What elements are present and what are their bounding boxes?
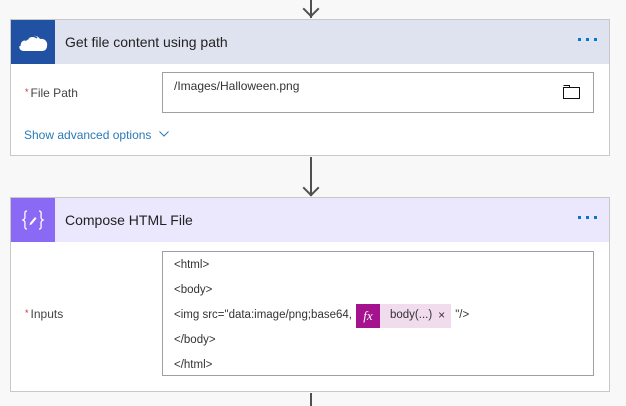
file-path-input[interactable]: /Images/Halloween.png [162,72,594,113]
required-marker: * [25,308,29,318]
connector-bottom [310,393,312,406]
code-line: </body> [174,334,216,346]
label-text: Inputs [30,307,64,321]
required-marker: * [25,87,29,97]
file-path-value: /Images/Halloween.png [174,79,300,93]
function-fx-icon: fx [355,303,380,328]
ellipsis-icon[interactable] [578,38,597,41]
token-label: body(...) [389,309,433,321]
card-title: Compose HTML File [65,212,193,228]
code-line: <body> [174,284,213,296]
chevron-down-icon [158,126,169,140]
connector-top [310,0,312,18]
card-header[interactable]: Get file content using path [11,20,609,64]
action-card-get-file-content: Get file content using path *File Path /… [10,19,610,156]
compose-braces-icon [11,198,55,242]
advanced-link-text: Show advanced options [24,128,152,142]
code-text: <img src="data:image/png;base64, [174,309,352,321]
remove-token-close-icon[interactable]: × [438,308,446,322]
ellipsis-icon[interactable] [578,216,597,219]
field-label-inputs: *Inputs [25,307,63,321]
field-label-file-path: *File Path [25,86,78,100]
card-header[interactable]: Compose HTML File [11,198,609,242]
inputs-editor[interactable]: <html> <body> <img src="data:image/png;b… [162,251,594,376]
arrow-down-icon [302,0,320,18]
folder-icon[interactable] [563,85,580,102]
label-text: File Path [30,86,78,100]
code-text-suffix: "/> [455,309,470,321]
code-line-img: <img src="data:image/png;base64, fx body… [163,303,593,328]
dynamic-content-token[interactable]: fx body(...) × [355,303,452,328]
show-advanced-options-link[interactable]: Show advanced options [24,126,169,142]
action-card-compose-html: Compose HTML File *Inputs <html> <body> … [10,197,610,392]
code-line: <html> [174,259,210,271]
code-line: </html> [174,359,213,371]
onedrive-cloud-icon [11,20,55,64]
connector-middle [310,157,312,196]
card-title: Get file content using path [65,34,228,50]
arrow-down-icon [302,179,320,197]
